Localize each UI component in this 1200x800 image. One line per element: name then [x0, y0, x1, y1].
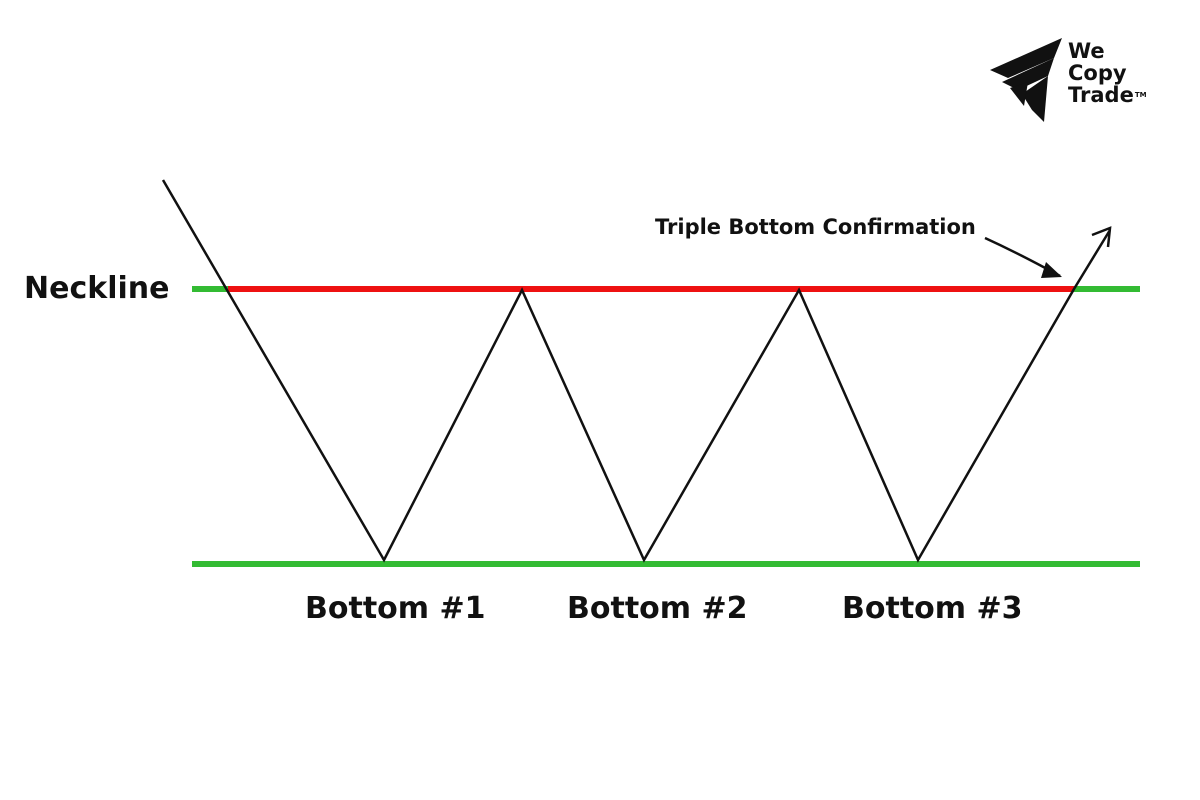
trademark-mark: TM: [1134, 91, 1147, 99]
bottom-3-label: Bottom #3: [842, 591, 1022, 626]
logo-wordmark: We Copy TradeTM: [1068, 40, 1147, 106]
breakout-arrow-icon: [1091, 226, 1112, 248]
confirmation-arrowhead-icon: [1041, 262, 1062, 278]
logo-line-2: Copy: [1068, 61, 1127, 85]
neckline-label: Neckline: [24, 271, 169, 306]
logo-line-3: Trade: [1068, 83, 1134, 107]
logo-line-1: We: [1068, 39, 1105, 63]
wecopytrade-logo: We Copy TradeTM: [988, 36, 1168, 126]
bottom-2-label: Bottom #2: [567, 591, 747, 626]
bottom-1-label: Bottom #1: [305, 591, 485, 626]
confirmation-label: Triple Bottom Confirmation: [655, 215, 976, 239]
logo-mark-icon: [990, 38, 1062, 122]
price-path: [161, 179, 1112, 563]
